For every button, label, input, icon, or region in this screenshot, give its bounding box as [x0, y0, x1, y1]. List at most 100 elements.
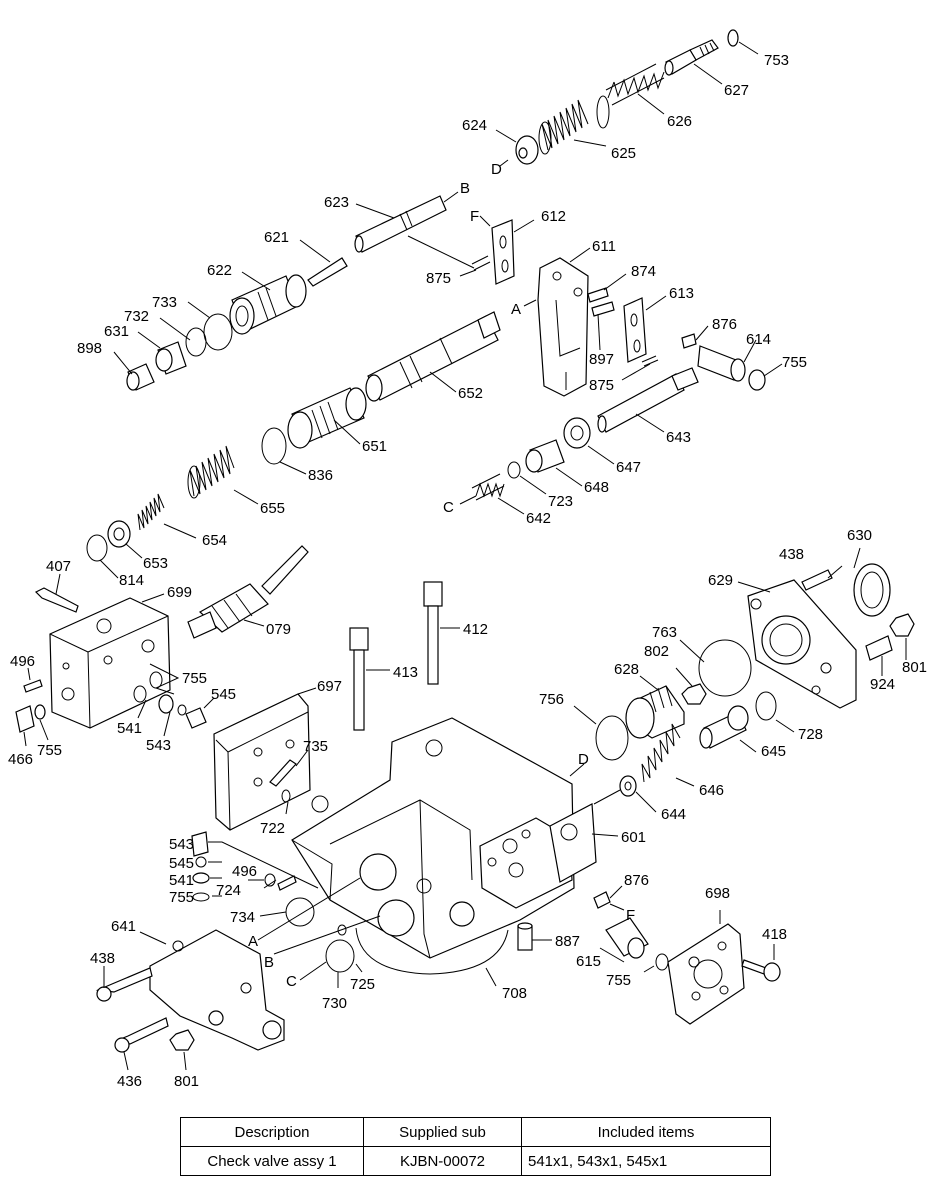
label-614: 614: [746, 331, 771, 348]
part-642-spring: [471, 473, 505, 501]
label-A-body: A: [248, 933, 258, 950]
part-755-oring-d: [192, 892, 210, 902]
part-708-oring: [355, 927, 509, 975]
table-row: Check valve assy 1 KJBN-00072 541x1, 543…: [180, 1146, 771, 1176]
label-545-left: 545: [211, 686, 236, 703]
label-887: 887: [555, 933, 580, 950]
part-722-oring: [281, 789, 291, 803]
part-614-sleeve: [697, 345, 746, 382]
part-699-block: [49, 597, 171, 729]
label-654: 654: [202, 532, 227, 549]
label-814: 814: [119, 572, 144, 589]
part-623-rod: [354, 195, 447, 253]
label-F-body: F: [626, 907, 635, 924]
parts-table: Description Supplied sub Included items …: [180, 1117, 771, 1176]
label-699: 699: [167, 584, 192, 601]
header-description: Description: [180, 1117, 364, 1147]
cell-included-items: 541x1, 543x1, 545x1: [521, 1146, 771, 1176]
label-875-a: 875: [426, 270, 451, 287]
label-641: 641: [111, 918, 136, 935]
label-496-left: 496: [10, 653, 35, 670]
label-611: 611: [592, 238, 616, 255]
part-643-rod: [597, 367, 699, 433]
label-875-b: 875: [589, 377, 614, 394]
part-734-oring: [285, 897, 315, 927]
part-898-plug: [126, 363, 155, 391]
part-725-oring: [337, 924, 347, 936]
part-698-plate: [667, 923, 745, 1025]
part-732-oring: [185, 327, 207, 357]
part-number-labels: 753 627 626 624 625 D B 623 F 612 621 61…: [8, 52, 927, 1090]
part-876-pin-bottom: [593, 891, 611, 909]
part-697-plate: [213, 693, 311, 831]
part-545-ball-a: [177, 704, 187, 716]
label-698: 698: [705, 885, 730, 902]
label-615: 615: [576, 953, 601, 970]
part-897-pin: [591, 301, 615, 317]
part-730-oring: [325, 939, 355, 973]
label-648: 648: [584, 479, 609, 496]
part-438-bolt-a: [95, 967, 153, 993]
part-630-nut: [853, 563, 891, 617]
label-438-right: 438: [779, 546, 804, 563]
part-613-link: [623, 297, 647, 363]
label-755-top: 755: [782, 354, 807, 371]
label-644: 644: [661, 806, 686, 823]
part-836-snap-ring: [261, 427, 287, 465]
label-646: 646: [699, 782, 724, 799]
label-624: 624: [462, 117, 487, 134]
label-418: 418: [762, 926, 787, 943]
label-722: 722: [260, 820, 285, 837]
part-801-nut-b: [169, 1029, 195, 1051]
label-897: 897: [589, 351, 614, 368]
header-included-items: Included items: [521, 1117, 771, 1147]
part-079-solenoid: [187, 545, 309, 639]
label-412: 412: [463, 621, 488, 638]
label-B-top: B: [460, 180, 470, 197]
label-756: 756: [539, 691, 564, 708]
label-924: 924: [870, 676, 895, 693]
label-628: 628: [614, 661, 639, 678]
part-735-pin: [269, 759, 297, 787]
part-631-collar: [155, 341, 187, 375]
part-624-washer: [515, 135, 539, 165]
label-413: 413: [393, 664, 418, 681]
part-875-pin-b: [641, 355, 659, 367]
part-625-spring: [538, 95, 610, 155]
part-924-screw: [865, 635, 893, 661]
label-601: 601: [621, 829, 646, 846]
label-543-stack: 543: [169, 836, 194, 853]
part-876-pin-top: [681, 333, 697, 349]
part-647-washer: [563, 417, 591, 449]
part-543-plug-b: [191, 831, 209, 857]
label-612: 612: [541, 208, 566, 225]
label-436: 436: [117, 1073, 142, 1090]
part-641-cover: [149, 929, 285, 1051]
label-622: 622: [207, 262, 232, 279]
label-C-top: C: [443, 499, 454, 516]
part-627-plug: [664, 39, 719, 76]
part-615-sleeve: [605, 917, 649, 959]
label-541-stack: 541: [169, 872, 194, 889]
part-646-spring: [641, 723, 681, 783]
part-724-oring: [264, 873, 276, 887]
part-412-bolt: [423, 581, 443, 685]
label-734: 734: [230, 909, 255, 926]
label-652: 652: [458, 385, 483, 402]
label-629: 629: [708, 572, 733, 589]
part-733-oring: [203, 313, 233, 351]
label-627: 627: [724, 82, 749, 99]
label-625: 625: [611, 145, 636, 162]
label-755-left: 755: [182, 670, 207, 687]
label-A-top: A: [511, 301, 521, 318]
label-876-bottom: 876: [624, 872, 649, 889]
label-642: 642: [526, 510, 551, 527]
label-763: 763: [652, 624, 677, 641]
part-648-piston: [525, 439, 565, 473]
label-438-left: 438: [90, 950, 115, 967]
label-898: 898: [77, 340, 102, 357]
part-611-lever: [537, 257, 589, 397]
part-496-pin-a: [23, 679, 43, 693]
part-612-link: [491, 219, 515, 285]
part-801-nut-a: [889, 613, 915, 637]
